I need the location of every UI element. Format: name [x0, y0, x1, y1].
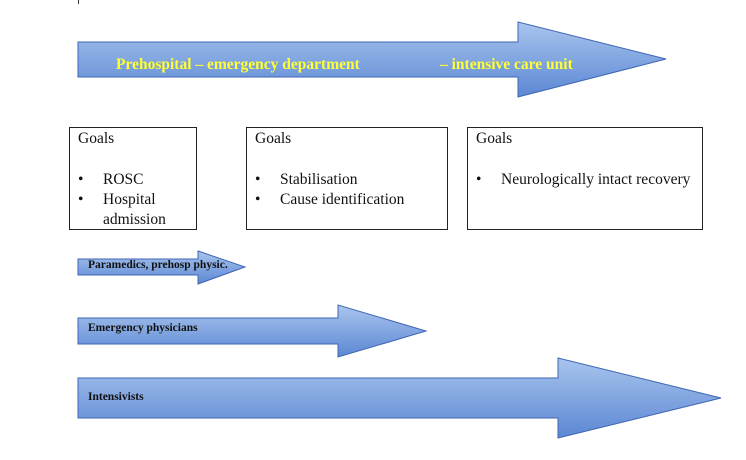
goals-box-icu: Goals Neurologically intact recovery — [467, 127, 703, 230]
intensivists-label: Intensivists — [88, 391, 144, 403]
goals-box-title: Goals — [255, 130, 292, 147]
goal-item: ROSC — [78, 170, 188, 190]
paramedics-label: Paramedics, prehosp physic. — [88, 259, 228, 271]
intensivists-arrow — [77, 357, 722, 439]
goal-item: Cause identification — [255, 190, 439, 210]
goal-item: Hospital admission — [78, 190, 188, 230]
emergency-physicians-arrow — [77, 304, 428, 358]
goals-box-title: Goals — [78, 130, 115, 147]
goals-box-prehospital: Goals ROSC Hospital admission — [69, 127, 197, 230]
goals-box-title: Goals — [476, 130, 513, 147]
timeline-label-prehospital-ed: Prehospital – emergency department — [116, 56, 360, 73]
timeline-label-icu: – intensive care unit — [440, 56, 573, 73]
paramedics-arrow — [77, 250, 247, 285]
goals-list: ROSC Hospital admission — [78, 170, 188, 230]
stray-tick-mark — [78, 0, 79, 4]
goal-item: Neurologically intact recovery — [476, 170, 694, 190]
goals-list: Stabilisation Cause identification — [255, 170, 439, 210]
goals-list: Neurologically intact recovery — [476, 170, 694, 190]
goals-box-emergency: Goals Stabilisation Cause identification — [246, 127, 448, 230]
emergency-physicians-label: Emergency physicians — [88, 322, 198, 334]
timeline-arrow — [77, 21, 667, 98]
goal-item: Stabilisation — [255, 170, 439, 190]
